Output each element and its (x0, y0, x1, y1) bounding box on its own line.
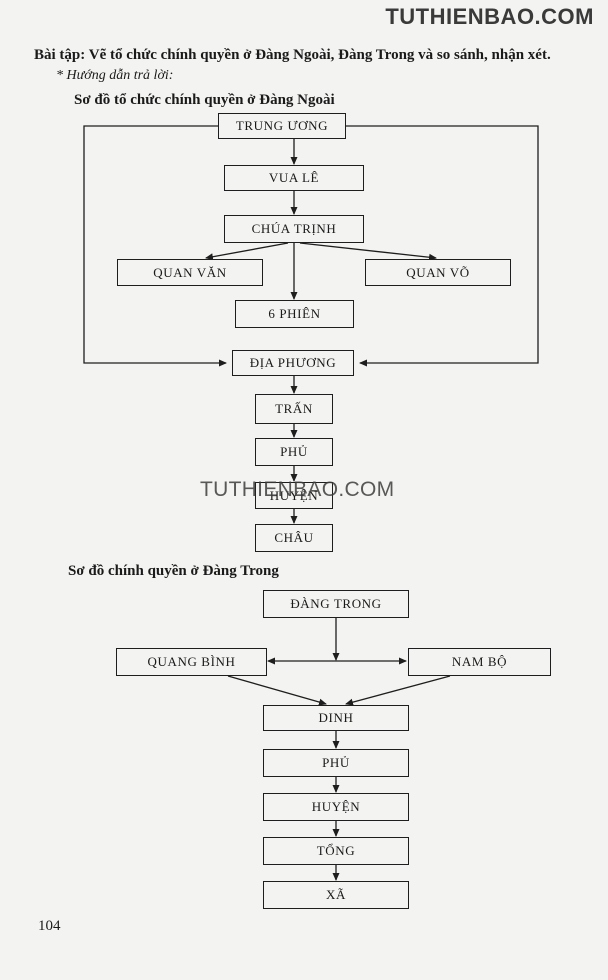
node-quan-van: QUAN VĂN (117, 259, 263, 286)
node-dinh: DINH (263, 705, 409, 731)
node-tong: TỔNG (263, 837, 409, 865)
edge-nam-bo-dinh (345, 675, 451, 706)
node-dia-phuong: ĐỊA PHƯƠNG (232, 350, 354, 376)
node-vua-le: VUA LÊ (224, 165, 364, 191)
node-chau: CHÂU (255, 524, 333, 552)
node-xa: XÃ (263, 881, 409, 909)
edge-quang-binh-dinh (227, 675, 327, 706)
node-tran: TRẤN (255, 394, 333, 424)
watermark: TUTHIENBAO.COM (200, 478, 395, 501)
node-chua-trinh: CHÚA TRỊNH (224, 215, 364, 243)
edge-trung-uong-right-loop (346, 125, 539, 367)
dang-ngoai-title: Sơ đồ tổ chức chính quyền ở Đàng Ngoài (74, 92, 335, 108)
dang-trong-title: Sơ đồ chính quyền ở Đàng Trong (68, 563, 279, 579)
node-6-phien: 6 PHIÊN (235, 300, 354, 328)
node-trung-uong: TRUNG ƯƠNG (218, 113, 346, 139)
node-phu-trong: PHỦ (263, 749, 409, 777)
answer-guide-label: * Hướng dẫn trả lời: (56, 68, 174, 83)
page-number: 104 (38, 918, 61, 934)
edge-chua-trinh-quan-vo (299, 242, 437, 261)
node-dang-trong: ĐÀNG TRONG (263, 590, 409, 618)
edge-chua-trinh-quan-van (205, 242, 289, 261)
edge-trung-uong-left-loop (83, 125, 227, 367)
node-phu: PHỦ (255, 438, 333, 466)
node-huyen-trong: HUYỆN (263, 793, 409, 821)
node-nam-bo: NAM BỘ (408, 648, 551, 676)
exercise-title: Bài tập: Vẽ tổ chức chính quyền ở Đàng N… (34, 47, 551, 63)
node-huyen: HUYỆN (255, 482, 333, 509)
site-logo[interactable]: TUTHIENBAO.COM (385, 4, 594, 29)
node-quan-vo: QUAN VÕ (365, 259, 511, 286)
node-quang-binh: QUANG BÌNH (116, 648, 267, 676)
